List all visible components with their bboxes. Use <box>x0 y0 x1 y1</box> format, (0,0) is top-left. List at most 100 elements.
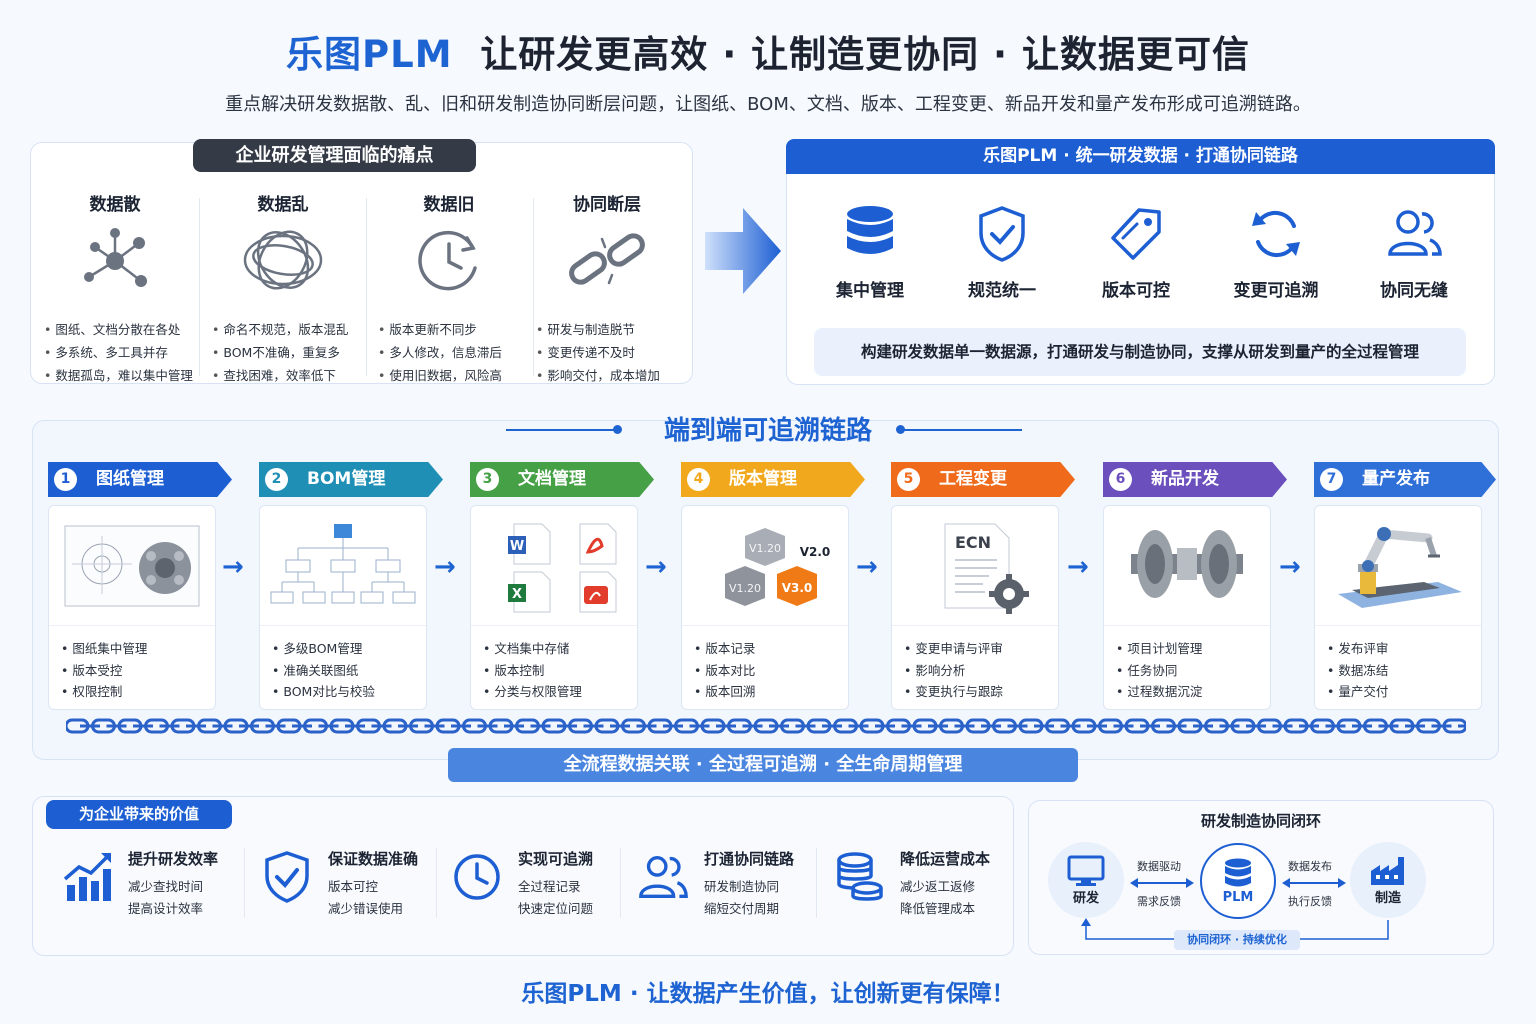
svg-text:X: X <box>512 587 522 602</box>
title-line-left <box>506 429 618 431</box>
version-v2-label: V2.0 <box>800 545 831 559</box>
feature-centralized: 集中管理 <box>804 200 936 301</box>
step-title: 图纸管理 <box>96 469 164 489</box>
value-point: 提高设计效率 <box>128 901 204 916</box>
database-icon <box>804 200 936 268</box>
card-point: 版本对比 <box>694 660 848 682</box>
loop-node-label: 制造 <box>1374 890 1401 906</box>
tab-bom[interactable]: 2 BOM管理 <box>259 462 443 497</box>
coins-icon <box>832 850 886 904</box>
double-arrow-icon <box>1282 874 1346 893</box>
arrow-right-icon: → <box>222 552 244 582</box>
loop-label-demand-feedback: 需求反馈 <box>1137 895 1181 908</box>
card-drawing: 图纸集中管理 版本受控 权限控制 <box>48 505 216 710</box>
pain-item-messy: 数据乱 命名不规范，版本混乱 BOM不准确，重复多 查找困难，效率低下 <box>200 190 366 387</box>
arrow-right-icon: → <box>434 552 456 582</box>
value-point: 减少返工返修 <box>900 879 976 894</box>
pain-item-title: 数据散 <box>89 195 141 215</box>
card-point: 准确关联图纸 <box>272 660 426 682</box>
network-nodes-icon <box>32 216 198 304</box>
card-point: 文档集中存储 <box>483 638 637 660</box>
card-new-product: 项目计划管理 任务协同 过程数据沉淀 <box>1103 505 1271 710</box>
double-arrow-icon <box>1130 874 1194 893</box>
value-point: 减少查找时间 <box>128 879 204 894</box>
pain-point: 图纸、文档分散在各处 <box>44 318 198 341</box>
pain-item-title: 协同断层 <box>573 195 641 215</box>
title-line-right <box>902 429 1022 431</box>
loop-node-label: 研发 <box>1072 890 1099 906</box>
card-mass-release: 发布评审 数据冻结 量产交付 <box>1314 505 1482 710</box>
arrow-right-icon: → <box>856 552 878 582</box>
feature-label: 集中管理 <box>836 281 904 301</box>
solution-panel-title: 乐图PLM · 统一研发数据 · 打通协同链路 <box>786 139 1495 174</box>
shield-check-icon <box>260 850 314 904</box>
pain-point: 使用旧数据，风险高 <box>378 364 532 387</box>
ecn-document-image: ECN <box>892 506 1058 626</box>
step-number: 2 <box>265 468 288 491</box>
card-document: WX 文档集中存储 版本控制 分类与权限管理 <box>470 505 638 710</box>
card-point: 版本记录 <box>694 638 848 660</box>
pain-point: BOM不准确，重复多 <box>212 341 366 364</box>
page-subtitle: 重点解决研发数据散、乱、旧和研发制造协同断层问题，让图纸、BOM、文档、版本、工… <box>225 94 1311 115</box>
card-point: 多级BOM管理 <box>272 638 426 660</box>
clock-icon <box>450 850 504 904</box>
pain-point: 变更传递不及时 <box>536 341 690 364</box>
pain-point: 多人修改，信息滞后 <box>378 341 532 364</box>
tagline: 让研发更高效 · 让制造更协同 · 让数据更可信 <box>480 33 1250 76</box>
title-dot-right <box>896 425 905 434</box>
card-point: 分类与权限管理 <box>483 681 637 703</box>
bom-tree-image <box>260 506 426 626</box>
version-v3-label: V3.0 <box>782 581 813 595</box>
loop-title: 研发制造协同闭环 <box>1200 812 1321 830</box>
tab-version[interactable]: 4 版本管理 <box>681 462 865 497</box>
solution-note: 构建研发数据单一数据源，打通研发与制造协同，支撑从研发到量产的全过程管理 <box>814 328 1466 376</box>
factory-icon <box>1371 856 1404 885</box>
tangled-lines-icon <box>200 216 366 304</box>
feature-traceable: 变更可追溯 <box>1210 200 1342 301</box>
feature-label: 协同无缝 <box>1380 281 1448 301</box>
value-point: 减少错误使用 <box>328 901 404 916</box>
step-title: 新品开发 <box>1151 469 1219 489</box>
pain-point: 版本更新不同步 <box>378 318 532 341</box>
pain-item-title: 数据旧 <box>423 195 475 215</box>
value-item-traceability: 实现可追溯 全过程记录 快速定位问题 <box>450 848 620 918</box>
card-point: 变更申请与评审 <box>904 638 1058 660</box>
arrow-right-icon: → <box>1067 552 1089 582</box>
feature-label: 规范统一 <box>968 281 1036 301</box>
footer-slogan: 乐图PLM · 让数据产生价值，让创新更有保障！ <box>521 981 1015 1007</box>
step-number: 1 <box>54 468 77 491</box>
loop-label-execution-feedback: 执行反馈 <box>1288 895 1332 908</box>
card-point: 发布评审 <box>1327 638 1481 660</box>
shield-check-icon <box>936 200 1068 268</box>
chain-link-decoration <box>66 718 1466 734</box>
card-point: 变更执行与跟踪 <box>904 681 1058 703</box>
drawing-image <box>49 506 215 626</box>
chain-link <box>1442 718 1466 734</box>
step-title: 量产发布 <box>1362 469 1430 489</box>
loop-label-data-release: 数据发布 <box>1288 860 1332 873</box>
step-number: 4 <box>687 468 710 491</box>
flow-summary-bar: 全流程数据关联 · 全过程可追溯 · 全生命周期管理 <box>448 748 1078 782</box>
step-title: BOM管理 <box>307 469 386 489</box>
value-item-title: 保证数据准确 <box>328 850 419 868</box>
value-point: 降低管理成本 <box>900 901 976 916</box>
card-point: 版本回溯 <box>694 681 848 703</box>
loop-label-data-driven: 数据驱动 <box>1137 860 1181 873</box>
loop-node-plm: PLM <box>1200 843 1276 919</box>
feature-collaboration: 协同无缝 <box>1348 200 1480 301</box>
tab-drawing[interactable]: 1 图纸管理 <box>48 462 232 497</box>
feature-version-control: 版本可控 <box>1070 200 1202 301</box>
card-point: 项目计划管理 <box>1116 638 1270 660</box>
broken-link-icon <box>524 216 690 304</box>
card-engineering-change: ECN 变更申请与评审 影响分析 变更执行与跟踪 <box>891 505 1059 710</box>
version-v1-label: V1.20 <box>749 542 781 555</box>
ecn-label: ECN <box>955 533 991 552</box>
step-number: 5 <box>897 468 920 491</box>
step-title: 版本管理 <box>729 469 797 489</box>
